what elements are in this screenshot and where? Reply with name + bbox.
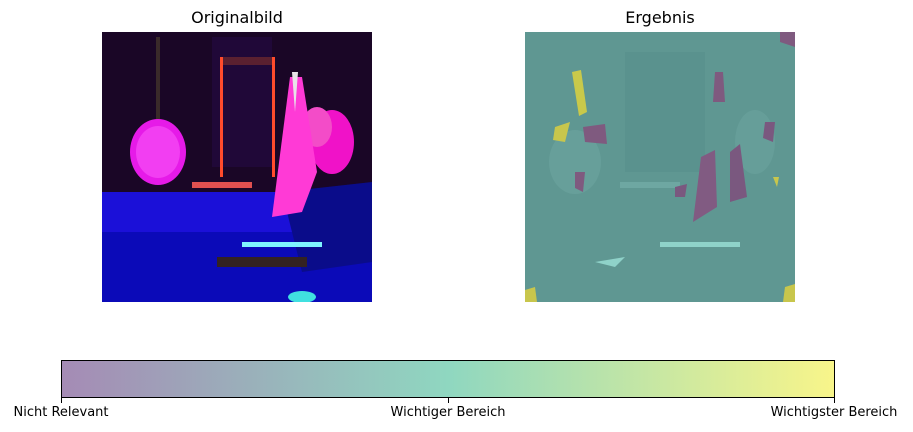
- colorbar-tick: [61, 398, 62, 403]
- colorbar-label-min: Nicht Relevant: [13, 405, 109, 420]
- original-image-title: Originalbild: [191, 8, 283, 27]
- colorbar: [61, 360, 835, 398]
- colorbar-tick: [448, 398, 449, 403]
- colorbar-label-mid: Wichtiger Bereich: [390, 405, 506, 420]
- result-image: [525, 32, 795, 302]
- result-image-title: Ergebnis: [625, 8, 695, 27]
- colorbar-label-max: Wichtigster Bereich: [770, 405, 898, 420]
- original-image: [102, 32, 372, 302]
- colorbar-tick: [834, 398, 835, 403]
